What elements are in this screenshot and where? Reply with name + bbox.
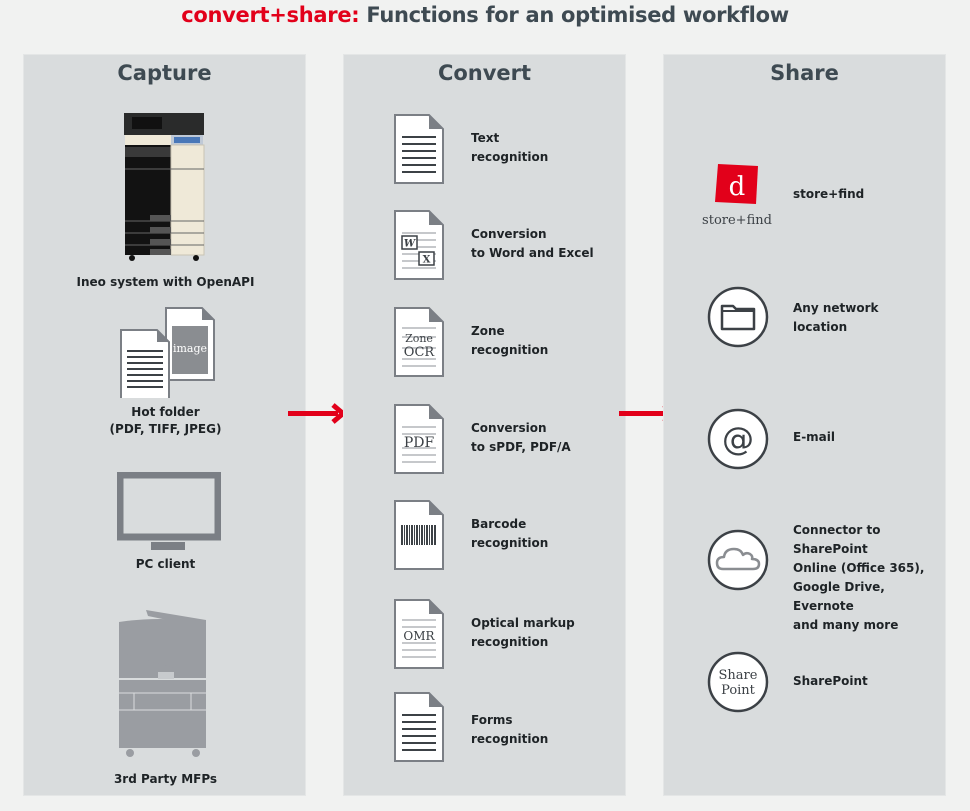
- share-heading: Share: [770, 61, 839, 85]
- folder-icon: [707, 286, 769, 348]
- convert-item-line: recognition: [471, 635, 549, 649]
- pdf-icon-text: PDF: [404, 435, 435, 451]
- convert-item-line: recognition: [471, 536, 549, 550]
- share-item-line: E-mail: [793, 430, 836, 444]
- store-find-logo-text: store+find: [702, 213, 772, 228]
- convert-heading: Convert: [437, 61, 532, 85]
- zone-ocr-document-icon: Zone OCR: [394, 307, 444, 377]
- mfp-printer-icon: [124, 113, 205, 261]
- convert-item-line: recognition: [471, 150, 549, 164]
- convert-item-label: Conversion to Word and Excel: [471, 225, 594, 263]
- word-icon-text: W: [404, 239, 417, 250]
- sharepoint-icon-text-1: Share: [719, 668, 758, 683]
- share-item-line: Connector to SharePoint: [793, 523, 881, 556]
- share-item-line: and many more: [793, 618, 899, 632]
- capture-item-label: Ineo system with OpenAPI: [76, 275, 255, 289]
- convert-column: Convert Text recognition W X Conversion …: [343, 54, 626, 796]
- image-icon-text: image: [173, 342, 207, 355]
- share-item-label: Any network location: [793, 299, 878, 337]
- share-item-line: store+find: [793, 187, 865, 201]
- share-column: Share d store+find store+find Any networ…: [663, 54, 946, 796]
- convert-item-line: Text: [471, 131, 500, 145]
- convert-item-line: to Word and Excel: [471, 246, 594, 260]
- title-brand: convert+share:: [181, 3, 360, 27]
- excel-icon-text: X: [423, 255, 431, 266]
- convert-item-line: Barcode: [471, 517, 527, 531]
- page-title: convert+share: Functions for an optimise…: [0, 3, 970, 27]
- omr-document-icon: OMR: [394, 599, 444, 669]
- convert-item-line: Conversion: [471, 227, 547, 241]
- pdf-document-icon: PDF: [394, 404, 444, 474]
- convert-item-line: to sPDF, PDF/A: [471, 440, 571, 454]
- title-text: Functions for an optimised workflow: [359, 3, 789, 27]
- share-item-label: E-mail: [793, 428, 835, 447]
- convert-item-line: Conversion: [471, 421, 547, 435]
- convert-item-line: recognition: [471, 732, 549, 746]
- share-item-label: SharePoint: [793, 672, 868, 691]
- hot-folder-documents-icon: image: [120, 307, 215, 398]
- at-sign-icon: @: [707, 408, 769, 470]
- text-document-icon: [394, 114, 444, 184]
- share-item-label: store+find: [793, 185, 864, 204]
- capture-heading: Capture: [117, 61, 212, 85]
- sharepoint-logo-icon: Share Point: [707, 651, 769, 713]
- omr-icon-text: OMR: [403, 629, 435, 643]
- capture-item-label: 3rd Party MFPs: [113, 772, 218, 786]
- capture-column: Capture Ineo system with OpenAPI image: [23, 54, 306, 796]
- convert-item-line: Forms: [471, 713, 513, 727]
- share-item-line: SharePoint: [793, 674, 868, 688]
- convert-item-label: Optical markup recognition: [471, 614, 575, 652]
- capture-item-label: Hot folder: [131, 405, 200, 419]
- convert-item-line: Optical markup: [471, 616, 575, 630]
- barcode-document-icon: [394, 500, 444, 570]
- zone-icon-text: Zone: [405, 332, 433, 345]
- share-item-line: Online (Office 365),: [793, 561, 925, 575]
- store-find-logo: d store+find: [702, 164, 772, 228]
- sharepoint-icon-text-2: Point: [721, 683, 756, 698]
- capture-item-label: (PDF, TIFF, JPEG): [109, 422, 222, 436]
- third-party-mfp-icon: [119, 610, 206, 757]
- share-item-line: location: [793, 320, 848, 334]
- capture-item-label: PC client: [135, 557, 196, 571]
- convert-item-line: recognition: [471, 343, 549, 357]
- forms-document-icon: [394, 692, 444, 762]
- share-item-label: Connector to SharePoint Online (Office 3…: [793, 521, 945, 635]
- convert-item-label: Zone recognition: [471, 322, 548, 360]
- at-sign-icon-text: @: [722, 420, 754, 458]
- store-find-logo-letter: d: [729, 172, 746, 202]
- cloud-icon: [707, 529, 769, 591]
- convert-item-label: Forms recognition: [471, 711, 548, 749]
- word-excel-document-icon: W X: [394, 210, 444, 280]
- convert-item-line: Zone: [471, 324, 505, 338]
- flow-arrow-icon: [288, 403, 347, 424]
- convert-item-label: Barcode recognition: [471, 515, 548, 553]
- ocr-icon-text: OCR: [404, 345, 436, 360]
- convert-item-label: Text recognition: [471, 129, 548, 167]
- share-item-line: Any network: [793, 301, 879, 315]
- convert-item-label: Conversion to sPDF, PDF/A: [471, 419, 571, 457]
- share-item-line: Google Drive, Evernote: [793, 580, 885, 613]
- monitor-icon: [117, 472, 221, 550]
